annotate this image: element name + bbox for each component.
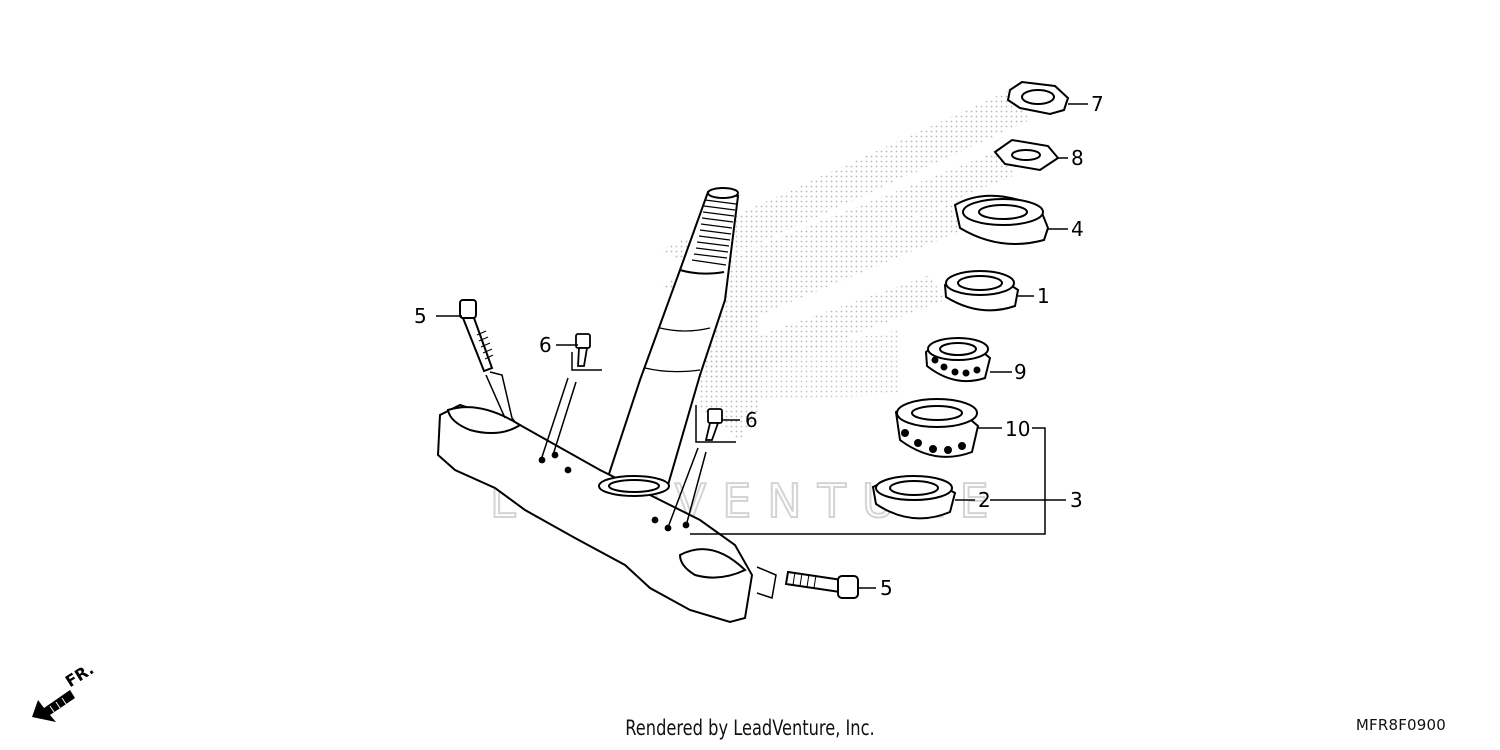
label-part-8: 8 [1071,146,1084,170]
label-part-1: 1 [1037,284,1050,308]
pinch-bolt-lower [784,570,859,599]
label-part-9: 9 [1014,360,1027,384]
label-part-3: 3 [1070,488,1083,512]
lower-triple-clamp [436,403,754,624]
label-part-7: 7 [1091,92,1104,116]
diagram-code: MFR8F0900 [1355,716,1446,734]
rendered-by-credit: Rendered by LeadVenture, Inc. [625,716,875,740]
lock-washer [993,138,1060,172]
adjusting-nut [953,194,1050,245]
small-bolt-b [704,408,723,441]
lock-nut [1006,80,1070,116]
leader-lines [436,103,1088,599]
front-direction-arrow-icon [32,690,75,722]
small-bolt-a [575,333,591,367]
label-part-6-lower: 6 [745,408,758,432]
pinch-bolt-upper [459,299,494,373]
dust-seal [943,270,1020,312]
label-part-6-upper: 6 [539,333,552,357]
steering-stem-tube [605,187,740,487]
label-part-5-upper: 5 [414,304,427,328]
label-part-4: 4 [1071,217,1084,241]
label-part-5-lower: 5 [880,576,893,600]
upper-bearing [924,337,992,383]
lower-dust-seal [871,475,957,520]
brand-watermark: LEADVENTURE [489,90,1030,529]
lower-bearing [894,398,980,458]
part-number-labels: 7 8 4 1 9 10 2 3 5 5 6 6 [414,92,1104,600]
label-part-2: 2 [978,488,991,512]
label-part-10: 10 [1005,417,1030,441]
